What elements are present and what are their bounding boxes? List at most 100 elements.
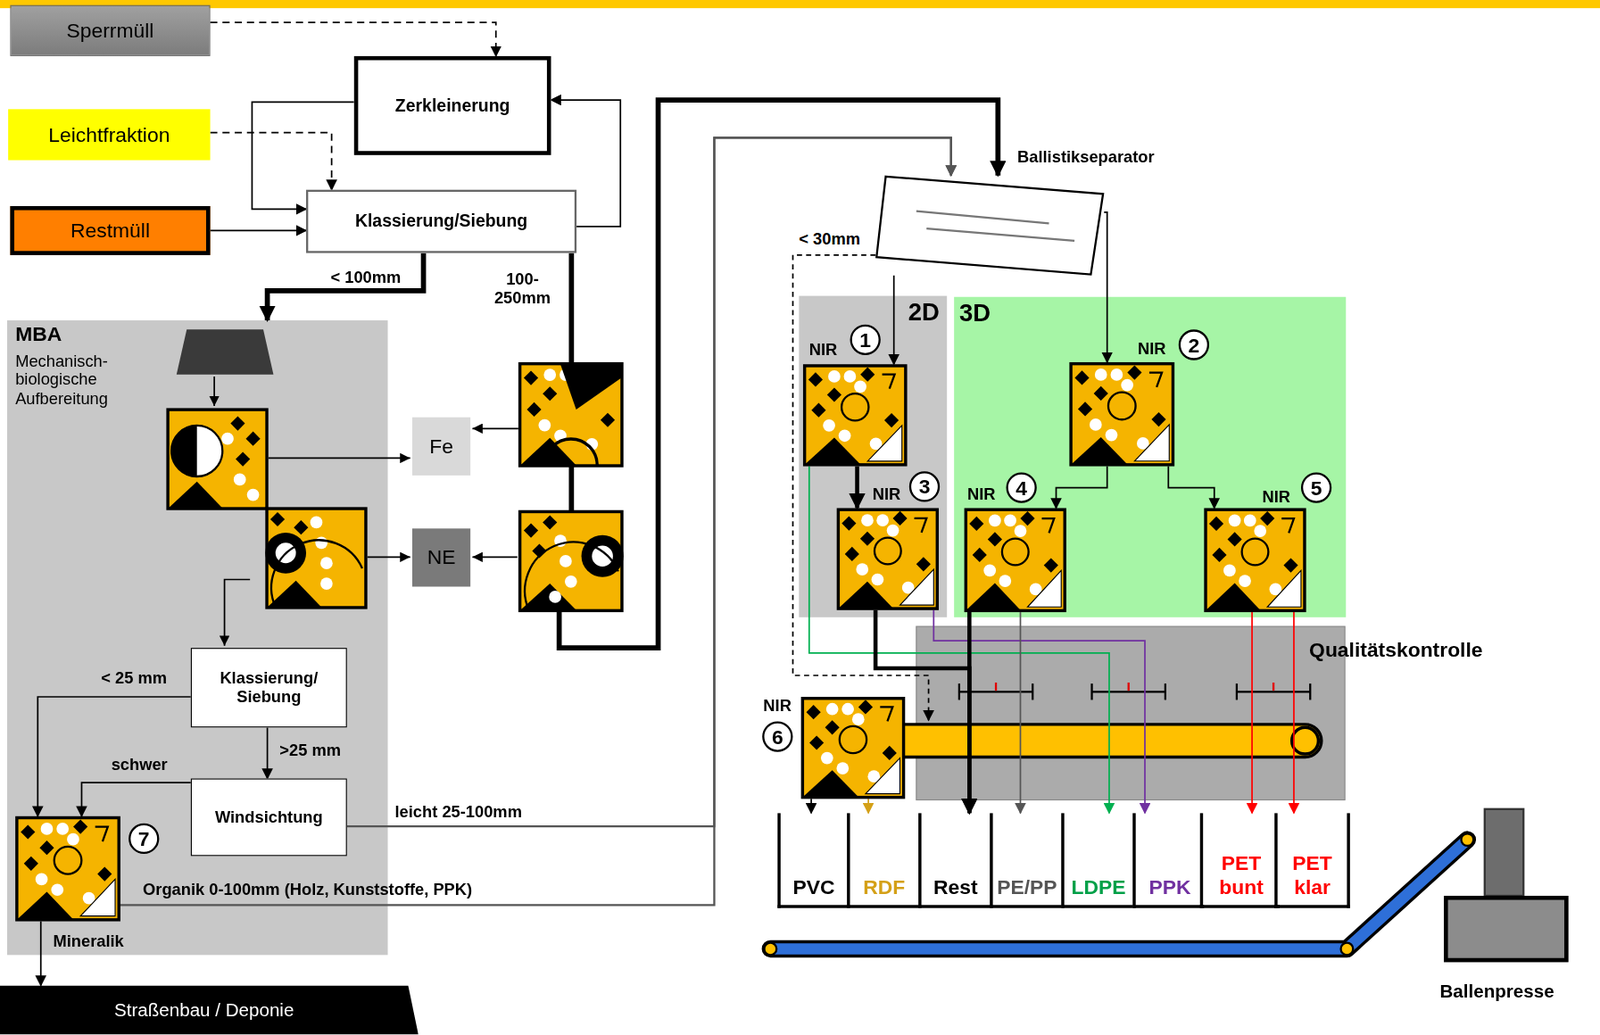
region-title: 2D bbox=[908, 298, 940, 327]
flow-arrow bbox=[967, 612, 972, 813]
callout-number: 6 bbox=[762, 721, 793, 752]
node-label: LDPE bbox=[1070, 875, 1126, 899]
sensor-label: NIR bbox=[1262, 488, 1292, 507]
flow-arrow bbox=[210, 22, 497, 57]
node-label: Fe bbox=[429, 434, 454, 458]
output-box: NE bbox=[412, 528, 471, 587]
callout-number: 7 bbox=[128, 823, 159, 854]
flow-arrow bbox=[40, 921, 42, 987]
nir-sorter: NIR5 bbox=[1203, 507, 1306, 613]
node-label: Restmüll bbox=[70, 218, 150, 242]
flow-arrow bbox=[810, 798, 813, 813]
node-label: Windsichtung bbox=[215, 807, 324, 827]
edge-label: Organik 0-100mm (Holz, Kunststoffe, PPK) bbox=[140, 880, 475, 900]
edge-label: Mineralik bbox=[50, 932, 126, 952]
flow-arrow bbox=[1251, 612, 1253, 813]
node-label: PET bunt bbox=[1202, 852, 1280, 900]
nir-sorter: NIR3 bbox=[837, 507, 939, 610]
press-ram bbox=[1484, 809, 1524, 896]
sorter-icon bbox=[15, 816, 121, 922]
top-bar bbox=[0, 0, 1600, 9]
flow-arrow bbox=[37, 696, 191, 817]
separator-icon bbox=[520, 511, 624, 611]
flow-arrow bbox=[267, 253, 424, 321]
region-title: 3D bbox=[959, 298, 991, 328]
sensor-label: NIR bbox=[872, 485, 902, 505]
region-title: Qualitätskontrolle bbox=[1309, 638, 1483, 663]
flow-arrow bbox=[854, 466, 860, 509]
edge-label: >25 mm bbox=[277, 741, 343, 761]
node-label: PE/PP bbox=[996, 875, 1057, 899]
edge-label: leicht 25-100mm bbox=[392, 803, 524, 822]
flow-arrow bbox=[933, 610, 1145, 814]
flow-arrow bbox=[1019, 612, 1022, 813]
flow-arrow bbox=[1168, 466, 1214, 509]
sorter-icon bbox=[803, 364, 908, 466]
sensor-label: NIR bbox=[1137, 339, 1167, 359]
node-label: Straßenbau / Deponie bbox=[114, 999, 294, 1021]
callout-number: 1 bbox=[850, 324, 881, 356]
process-box: Klassierung/ Siebung bbox=[190, 647, 348, 728]
callout-number: 2 bbox=[1178, 329, 1210, 360]
callout-number: 5 bbox=[1301, 472, 1332, 503]
node-label: Leichtfraktion bbox=[48, 123, 170, 147]
callout-number: 4 bbox=[1005, 472, 1037, 503]
nir-sorter: NIR4 bbox=[964, 507, 1067, 613]
node-label: PET klar bbox=[1277, 852, 1348, 900]
node-label: Klassierung/Siebung bbox=[355, 211, 528, 232]
edge-label: < 30mm bbox=[796, 230, 863, 249]
sorter-icon bbox=[801, 696, 906, 799]
process-box: Klassierung/Siebung bbox=[306, 190, 577, 254]
ballistic-separator: Ballistikseparator bbox=[875, 175, 1104, 276]
nir-sorter: NIR6 bbox=[801, 696, 906, 799]
flow-arrow bbox=[120, 137, 952, 905]
nir-sorter: NIR2 bbox=[1069, 362, 1175, 467]
collection-bin: PE/PP bbox=[989, 812, 1062, 908]
sorter-icon bbox=[1203, 507, 1306, 613]
flow-arrow bbox=[210, 230, 307, 233]
output-box: Fe bbox=[412, 417, 471, 476]
collection-bin: PET bunt bbox=[1200, 812, 1280, 908]
sorter-region: 3DNIR2NIR4NIR5 bbox=[953, 297, 1346, 618]
node-label: PVC bbox=[792, 875, 835, 899]
sensor-label: NIR bbox=[967, 485, 996, 505]
separator-icons bbox=[167, 364, 624, 612]
flow-arrow bbox=[1293, 612, 1295, 813]
nir-sorter: 7 bbox=[15, 816, 121, 922]
flow-arrow bbox=[266, 727, 269, 779]
flow-arrow bbox=[867, 798, 870, 813]
node-label: Ballenpresse bbox=[1439, 981, 1554, 1004]
quality-gauges bbox=[959, 683, 1310, 700]
bale-conveyor bbox=[763, 833, 1474, 955]
separator-icon bbox=[167, 409, 267, 509]
flow-arrow bbox=[1103, 212, 1107, 363]
edge-label: schwer bbox=[108, 755, 170, 775]
node-label: Zerkleinerung bbox=[395, 95, 511, 116]
separator-outline bbox=[875, 175, 1104, 276]
region-fill bbox=[7, 320, 389, 955]
node-label: Klassierung/ Siebung bbox=[196, 669, 343, 707]
baling-press: Ballenpresse bbox=[1443, 895, 1569, 962]
region-fill bbox=[798, 296, 947, 618]
flow-arrow bbox=[210, 132, 332, 191]
flow-arrow bbox=[81, 782, 191, 817]
separator-icon bbox=[265, 508, 366, 608]
sensor-label: NIR bbox=[762, 696, 792, 716]
conveyor-belt bbox=[848, 724, 1321, 758]
input-box: Sperrmüll bbox=[9, 5, 210, 57]
region-subtitle: Mechanisch- biologische Aufbereitung bbox=[15, 352, 130, 409]
callout-number: 3 bbox=[909, 471, 940, 502]
collection-bin: RDF bbox=[846, 812, 919, 908]
node-label: Sperrmüll bbox=[66, 18, 155, 42]
edge-label: < 25 mm bbox=[99, 669, 169, 689]
sensor-label: NIR bbox=[809, 340, 838, 360]
edge-label: < 100mm bbox=[328, 268, 403, 288]
node-label: Rest bbox=[933, 875, 979, 899]
node-label: RDF bbox=[862, 875, 905, 899]
input-box: Restmüll bbox=[9, 206, 210, 256]
edge-label: 100- 250mm bbox=[488, 270, 558, 308]
sorter-icon bbox=[837, 507, 939, 610]
node-label: Ballistikseparator bbox=[1017, 148, 1155, 167]
process-box: Windsichtung bbox=[190, 778, 348, 856]
nir-sorter: NIR1 bbox=[803, 364, 908, 466]
